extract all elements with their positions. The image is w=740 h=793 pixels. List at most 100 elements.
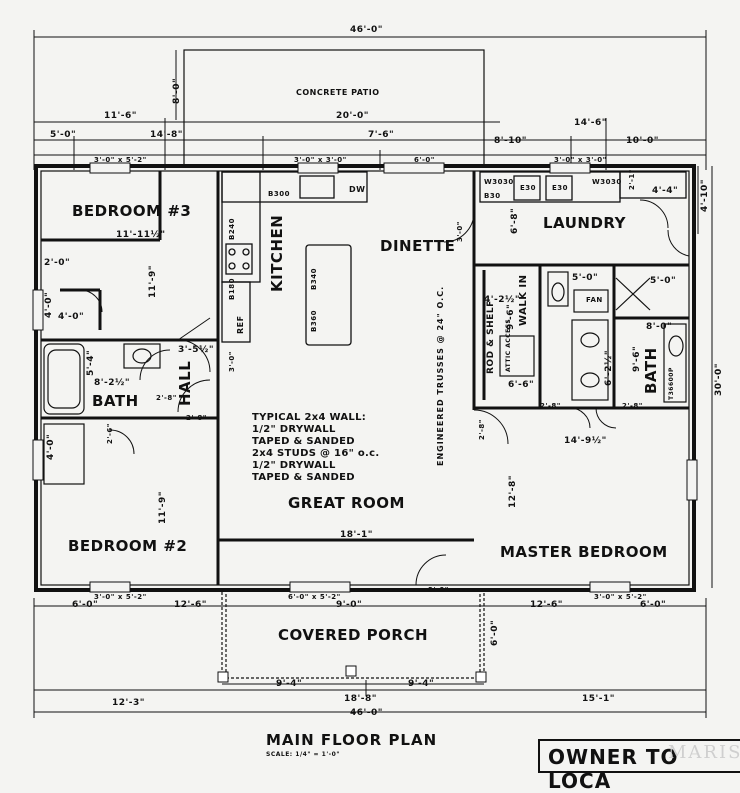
- floor-plan-drawing: [32, 30, 713, 718]
- wall-note-line-3: TAPED & SANDED: [252, 436, 355, 447]
- dim-4-0-hall: 3'-0": [228, 351, 236, 372]
- cabinet-b360: B360: [310, 310, 318, 332]
- dim-2-6: 2'-6": [106, 423, 114, 444]
- dim-4-0-a: 4'-0": [44, 291, 54, 318]
- dim-4-10: 4'-10": [700, 179, 710, 212]
- dim-6-6: 6'-6": [508, 380, 535, 390]
- dim-3-0-c: 3'-0": [428, 586, 449, 594]
- dim-14-8: 14'-8": [150, 130, 183, 140]
- watermark: MARIS: [668, 742, 740, 763]
- cabinet-e30-a: E30: [520, 184, 537, 192]
- dim-bottom-6-0-a: 6'-0": [72, 600, 99, 610]
- linen-label: T36600P: [668, 367, 675, 400]
- dim-10-0: 10'-0": [626, 136, 659, 146]
- dim-2-8-d: 2'-8": [622, 402, 643, 410]
- dim-15-1: 15'-1": [582, 694, 615, 704]
- master-bedroom-label: MASTER BEDROOM: [500, 543, 668, 561]
- wall-note-line-2: 1/2" DRYWALL: [252, 424, 336, 435]
- bedroom-2-label: BEDROOM #2: [68, 537, 188, 555]
- bath-1-label: BATH: [92, 392, 139, 410]
- dim-porch-depth: 6'-0": [490, 619, 500, 646]
- dim-bedroom3-width: 11'-11½": [116, 230, 166, 240]
- dim-8-10: 8'-10": [494, 136, 527, 146]
- dim-11-6: 11'-6": [104, 111, 137, 121]
- window-bottom-right: 3'-0" x 5'-2": [594, 593, 647, 601]
- dim-12-8: 12'-8": [508, 475, 518, 508]
- dim-6-2: 6'-2½": [604, 349, 614, 386]
- dim-2-1: 2'-1": [628, 169, 636, 190]
- dim-5-4: 5'-4": [86, 349, 96, 376]
- dim-7-6: 7'-6": [368, 130, 395, 140]
- dim-6-8: 6'-8": [510, 207, 520, 234]
- dim-bottom-6-0-b: 6'-0": [640, 600, 667, 610]
- dim-5-0: 5'-0": [50, 130, 77, 140]
- bedroom-3-label: BEDROOM #3: [72, 202, 192, 220]
- cabinet-b30: B30: [484, 192, 501, 200]
- dim-overall-bottom: 46'-0": [350, 708, 383, 718]
- wall-note-line-4: 2x4 STUDS @ 16" o.c.: [252, 448, 380, 459]
- wall-note-line-5: 1/2" DRYWALL: [252, 460, 336, 471]
- cabinet-b240: B240: [228, 218, 236, 240]
- wall-note-line-1: TYPICAL 2x4 WALL:: [252, 412, 367, 423]
- cabinet-b340: B340: [310, 268, 318, 290]
- fan-label: FAN: [586, 296, 603, 304]
- dim-3-5: 3'-5½": [178, 345, 215, 355]
- dim-30-0: 30'-0": [714, 363, 724, 396]
- dim-bottom-9-0: 9'-0": [336, 600, 363, 610]
- cabinet-w3030-a: W3030: [484, 178, 514, 186]
- dim-patio-depth: 8'-0": [172, 77, 182, 104]
- dim-porch-9-4-b: 9'-4": [408, 679, 435, 689]
- laundry-label: LAUNDRY: [543, 214, 626, 232]
- dim-3-0-a: 3'-0": [456, 221, 464, 242]
- wall-note-line-6: TAPED & SANDED: [252, 472, 355, 483]
- window-top-left: 3'-0" x 5'-2": [94, 156, 147, 164]
- dim-bottom-12-6-a: 12'-6": [174, 600, 207, 610]
- rod-shelf-label: ROD & SHELF: [486, 300, 496, 374]
- dim-2-0: 2'-0": [44, 258, 71, 268]
- covered-porch-label: COVERED PORCH: [278, 626, 429, 644]
- dim-14-6: 14'-6": [574, 118, 607, 128]
- patio-label: CONCRETE PATIO: [296, 88, 380, 97]
- dim-overall-top: 46'-0": [350, 25, 383, 35]
- window-top-right: 3'-0" x 3'-0": [554, 156, 607, 164]
- kitchen-label: KITCHEN: [268, 214, 286, 292]
- dim-20-0: 20'-0": [336, 111, 369, 121]
- dim-2-8-b: 2'-8": [156, 394, 177, 402]
- cabinet-b180: B180: [228, 278, 236, 300]
- dim-8-0: 8'-0": [646, 322, 673, 332]
- dim-bedroom3-height: 11'-9": [148, 265, 158, 298]
- cabinet-b300: B300: [268, 190, 290, 198]
- refrigerator-label: REF: [236, 315, 245, 334]
- dim-4-2: 4'-2½": [484, 295, 521, 305]
- dim-bottom-12-6-b: 12'-6": [530, 600, 563, 610]
- dishwasher-label: DW: [349, 185, 366, 194]
- bath-2-label: BATH: [642, 347, 660, 394]
- dim-14-9: 14'-9½": [564, 436, 607, 446]
- hall-label: HALL: [176, 360, 194, 406]
- cabinet-e30-b: E30: [552, 184, 569, 192]
- truss-note: ENGINEERED TRUSSES @ 24" O.C.: [436, 285, 445, 466]
- dim-4-0-b: 4'-0": [58, 312, 85, 322]
- dim-5-0-c: 5'-0": [650, 276, 677, 286]
- dim-8-2: 8'-2½": [94, 378, 131, 388]
- dim-9-6-a: 9'-6": [506, 303, 516, 330]
- wall-note: TYPICAL 2x4 WALL: 1/2" DRYWALL TAPED & S…: [252, 412, 379, 484]
- window-top-mid: 3'-0" x 3'-0": [294, 156, 347, 164]
- window-top-6-0: 6'-0": [414, 156, 435, 164]
- plan-scale: SCALE: 1/4" = 1'-0": [266, 751, 340, 758]
- window-bottom-left: 3'-0" x 5'-2": [94, 593, 147, 601]
- dim-bedroom2-height: 11'-9": [158, 491, 168, 524]
- dim-2-8-e: 2'-8": [478, 419, 486, 440]
- dim-12-3: 12'-3": [112, 698, 145, 708]
- dim-4-0-c: 4'-0": [46, 433, 56, 460]
- dim-18-1: 18'-1": [340, 530, 373, 540]
- dim-5-0-b: 5'-0": [572, 273, 599, 283]
- dim-2-8-c: 2'-8": [540, 402, 561, 410]
- dim-9-6-b: 9'-6": [632, 345, 642, 372]
- dim-4-4: 4'-4": [652, 186, 679, 196]
- dim-porch-9-4-a: 9'-4": [276, 679, 303, 689]
- window-bottom-mid: 6'-0" x 5'-2": [288, 593, 341, 601]
- dinette-label: DINETTE: [380, 237, 456, 255]
- cabinet-w3030-b: W3030: [592, 178, 622, 186]
- dim-2-8-a: 2'-8": [186, 414, 207, 422]
